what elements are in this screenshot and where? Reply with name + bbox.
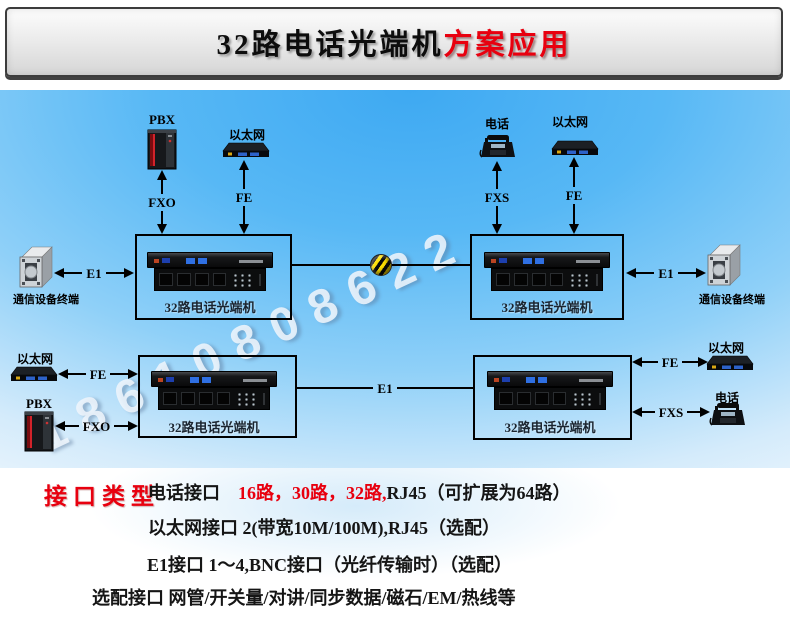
fxo-arrow-bottom: FXO	[55, 417, 139, 435]
spec-line-phone-highlight: 16路，30路，32路,	[238, 483, 387, 503]
arrow-right-icon	[128, 369, 138, 379]
rj11-port-grid	[234, 391, 259, 406]
led-icon	[154, 259, 159, 263]
spec-line-ethernet: 以太网接口 2(带宽10M/100M),RJ45（选配）	[148, 518, 500, 538]
arrow-right-icon	[698, 357, 708, 367]
arrow-down-icon	[492, 224, 502, 234]
rj11-port-grid	[570, 391, 595, 406]
arrow-up-icon	[239, 160, 249, 170]
phone-icon	[709, 403, 745, 426]
specs-heading: 接口类型	[44, 484, 160, 509]
terminal-label: 通信设备终端	[13, 294, 79, 306]
terminal-cube-icon	[19, 246, 53, 288]
arrow-up-icon	[569, 157, 579, 167]
phone-icon	[479, 135, 515, 158]
arrow-left-icon	[632, 357, 642, 367]
arrow-down-icon	[569, 224, 579, 234]
pbx-tower-icon	[147, 129, 177, 170]
e1-arrow-right: E1	[626, 264, 707, 282]
optical-mux-device	[151, 371, 277, 410]
fxo-arrow-label: FXO	[82, 418, 111, 434]
fe-arrow-top-left: FE	[227, 160, 261, 234]
phone-label: 电话	[484, 117, 509, 131]
optical-mux-device	[484, 252, 610, 291]
arrow-down-icon	[239, 224, 249, 234]
fe-arrow-label: FE	[89, 366, 107, 382]
fiber-ball-icon	[370, 254, 392, 276]
fe-arrow-bottom-right: FE	[632, 353, 708, 371]
header-panel: 32路电话光端机方案应用	[5, 7, 783, 77]
optical-mux-box	[135, 234, 292, 320]
arrow-right-icon	[700, 407, 710, 417]
fe-arrow-bottom-left: FE	[58, 365, 138, 383]
e1-line-bottom: E1	[297, 379, 474, 397]
fe-arrow-label: FE	[235, 189, 253, 205]
arrow-left-icon	[54, 268, 64, 278]
spec-line-e1: E1接口 1～4,BNC接口（光纤传输时）（选配）	[147, 555, 513, 575]
e1-arrow-label: E1	[658, 265, 674, 281]
arrow-left-icon	[632, 407, 642, 417]
arrow-right-icon	[128, 421, 139, 431]
ethernet-switch-icon	[706, 355, 754, 370]
fxo-arrow-label: FXO	[148, 194, 176, 210]
optical-mux-box	[473, 355, 632, 440]
rack-top-unit	[147, 252, 273, 268]
specs-background	[0, 468, 790, 641]
arrow-right-icon	[124, 268, 135, 278]
ethernet-switch-icon	[222, 142, 270, 157]
arrow-up-icon	[157, 170, 167, 180]
phone-label: 电话	[714, 391, 739, 405]
terminal-label: 通信设备终端	[699, 294, 765, 306]
page-title: 32路电话光端机方案应用	[216, 21, 571, 63]
spec-line-phone-label: 电话接口	[148, 483, 220, 503]
pbx-label: PBX	[149, 112, 175, 127]
arrow-left-icon	[626, 268, 636, 278]
rack-port-unit	[154, 268, 266, 291]
ethernet-label: 以太网	[551, 115, 588, 129]
e1-arrow-label: E1	[86, 265, 102, 281]
e1-line-label: E1	[377, 380, 393, 396]
optical-mux-label: 32路电话光端机	[504, 420, 596, 435]
spec-line-phone: 电话接口 16路，30路，32路,RJ45（可扩展为64路）	[148, 479, 571, 505]
pbx-label: PBX	[26, 396, 52, 411]
ethernet-label: 以太网	[707, 341, 744, 355]
optical-mux-label: 32路电话光端机	[168, 420, 260, 435]
page-title-accent: 方案应用	[443, 29, 572, 61]
ethernet-label: 以太网	[16, 352, 53, 366]
arrow-right-icon	[696, 268, 707, 278]
optical-mux-device	[147, 252, 273, 291]
spec-line-optional: 选配接口 网管/开关量/对讲/同步数据/磁石/EM/热线等	[92, 588, 516, 608]
pbx-tower-icon	[24, 411, 54, 452]
optical-mux-device	[487, 371, 613, 410]
rj11-port-grid	[230, 272, 255, 287]
arrow-up-icon	[492, 161, 502, 171]
arrow-left-icon	[55, 421, 65, 431]
diagram-canvas	[0, 90, 790, 468]
fe-arrow-label: FE	[565, 188, 583, 203]
fxs-arrow-bottom: FXS	[632, 403, 710, 421]
ethernet-switch-icon	[10, 366, 58, 381]
ethernet-label: 以太网	[228, 128, 265, 142]
spec-line-phone-rest: RJ45（可扩展为64路）	[386, 483, 571, 503]
optical-mux-label: 32路电话光端机	[164, 300, 256, 315]
fiber-link-line	[292, 254, 470, 276]
fxo-arrow: FXO	[145, 170, 179, 234]
arrow-down-icon	[157, 224, 167, 234]
fe-arrow-top-right: FE	[557, 157, 591, 234]
fxs-arrow-label: FXS	[484, 190, 510, 205]
optical-mux-box	[470, 234, 624, 320]
optical-mux-label: 32路电话光端机	[501, 300, 593, 315]
fxs-arrow-top: FXS	[480, 161, 514, 234]
rj11-port-grid	[567, 272, 592, 287]
fxs-arrow-label: FXS	[658, 404, 684, 420]
page-title-main: 32路电话光端机	[216, 29, 444, 61]
e1-arrow-left: E1	[54, 264, 135, 282]
fe-arrow-label: FE	[661, 354, 679, 370]
arrow-left-icon	[58, 369, 68, 379]
terminal-cube-icon	[707, 244, 741, 286]
ethernet-switch-icon	[551, 140, 599, 155]
optical-mux-box	[138, 355, 297, 438]
